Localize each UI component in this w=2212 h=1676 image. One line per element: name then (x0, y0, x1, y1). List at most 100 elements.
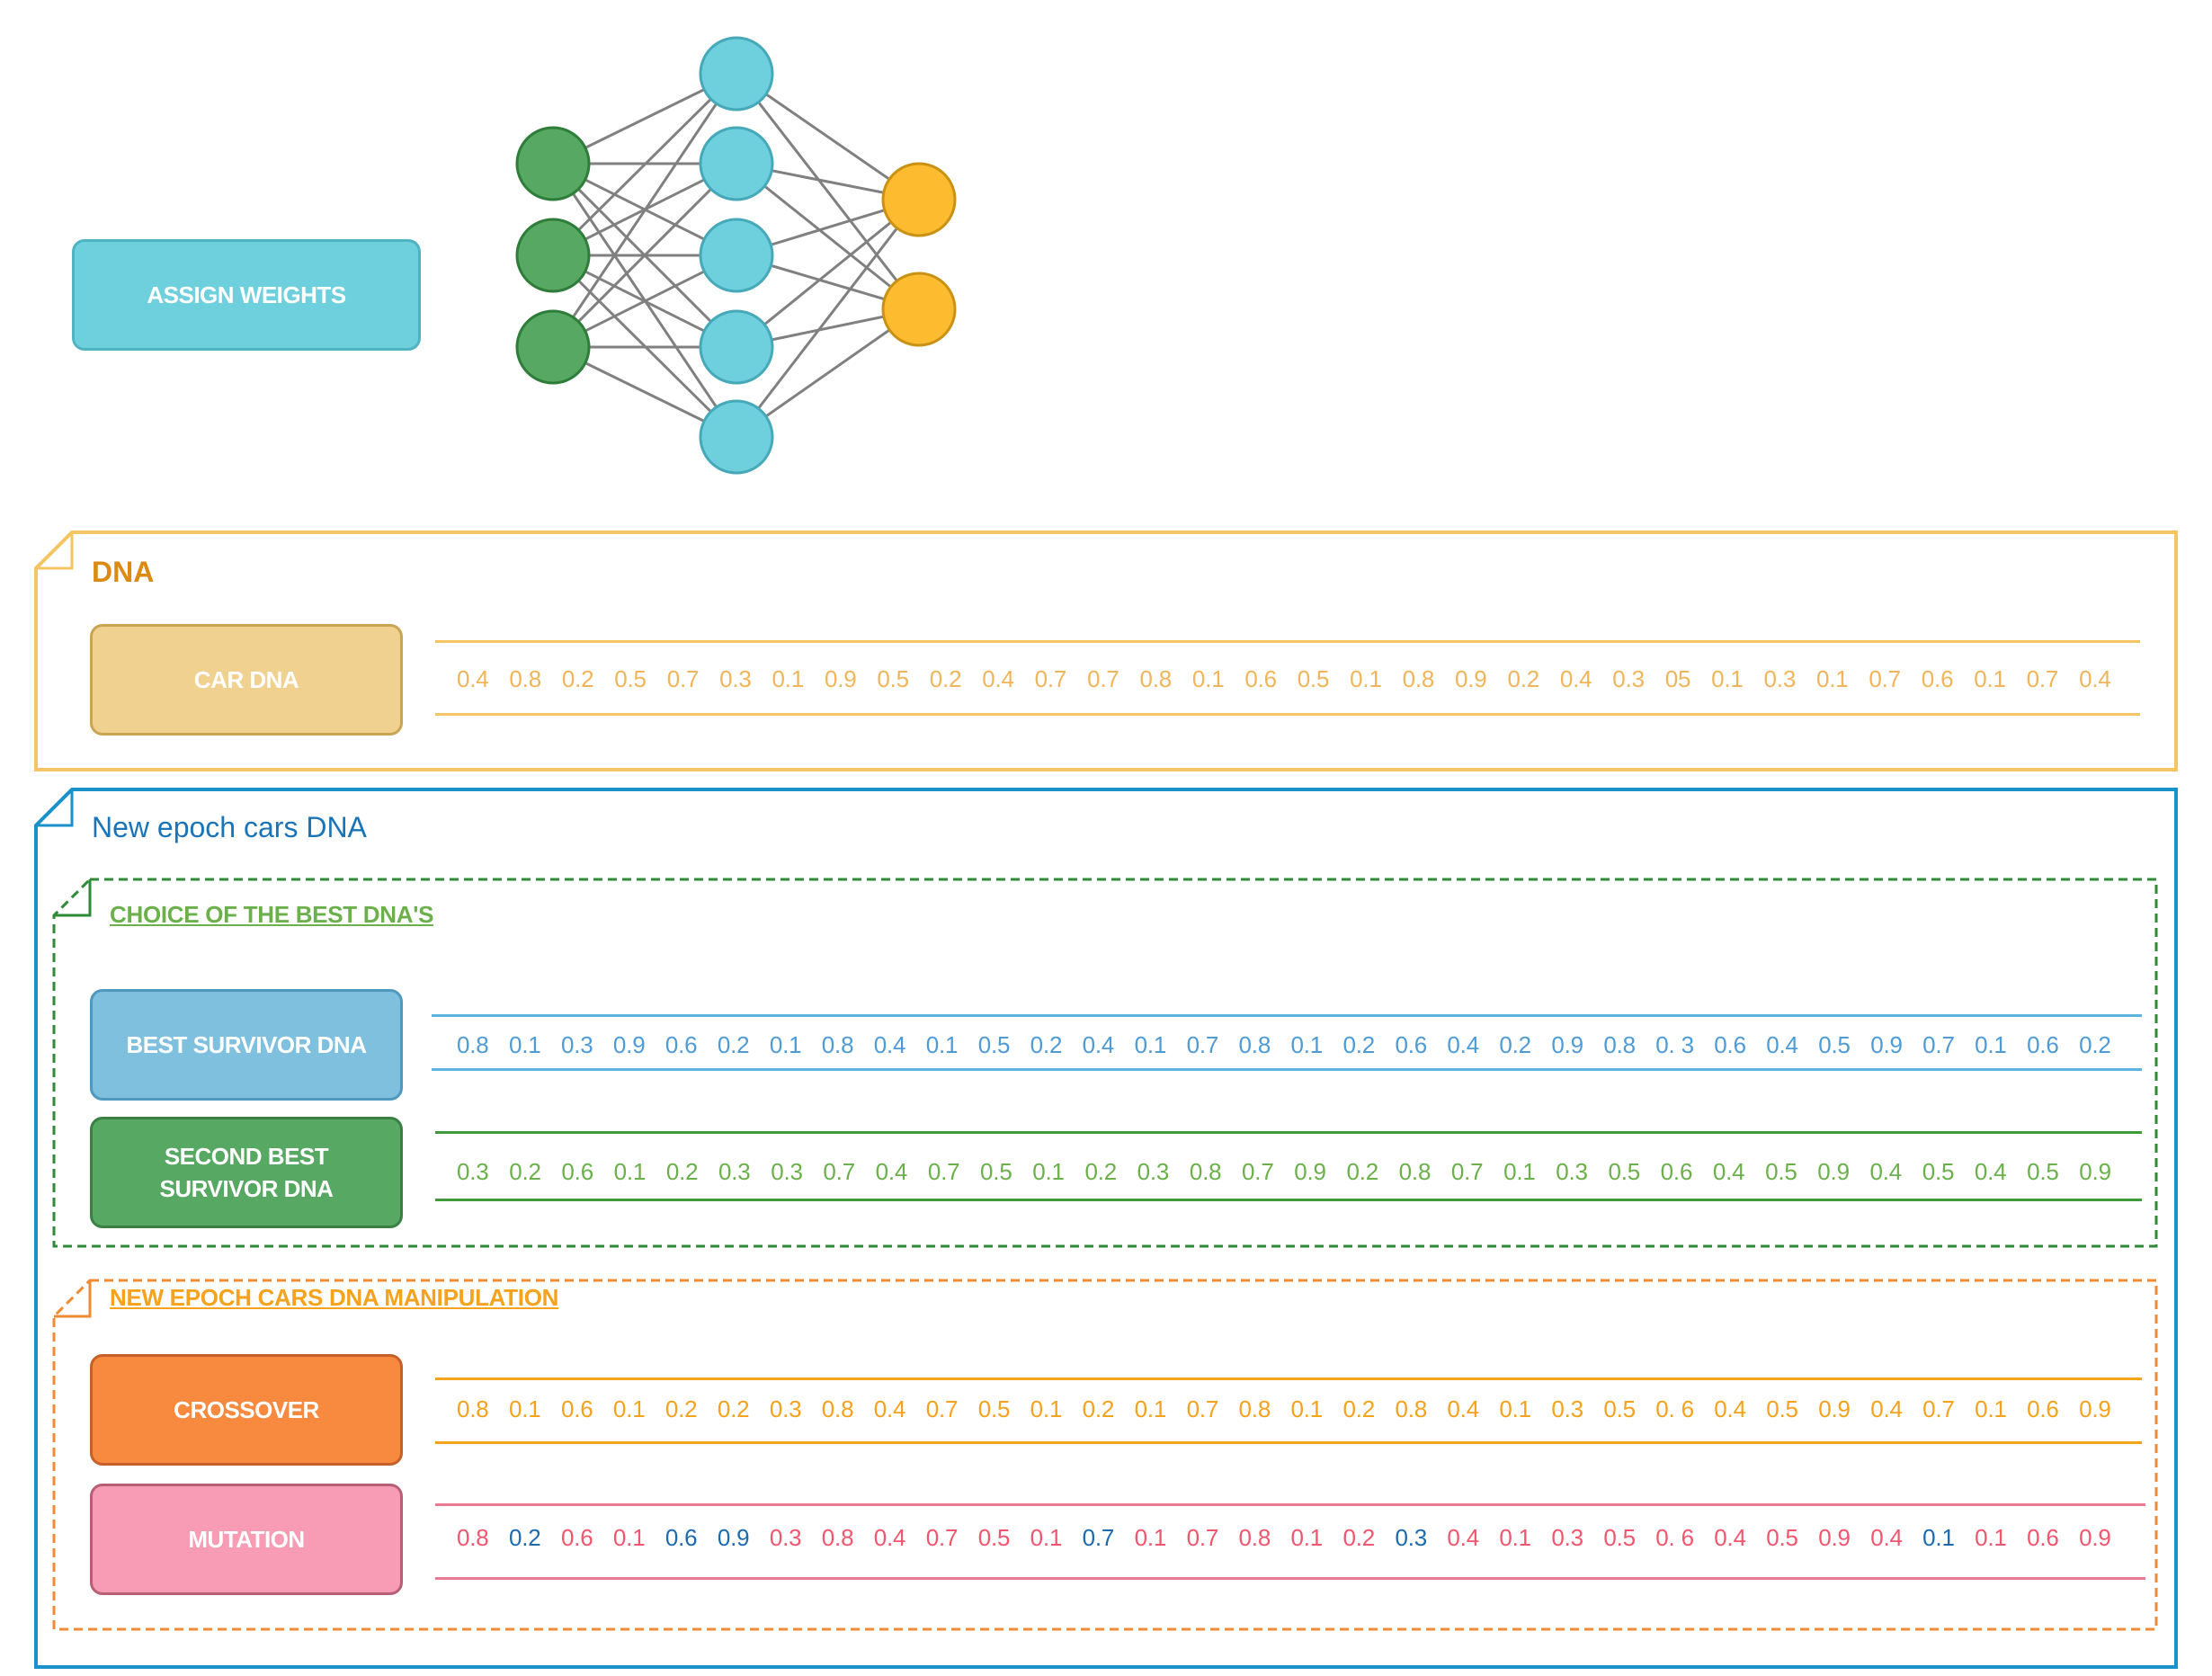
input-node (515, 218, 591, 293)
car-dna-gene: 0.4 (2079, 664, 2111, 692)
best-survivor-gene: 0.6 (2027, 1030, 2059, 1058)
best-survivor-gene: 0.8 (1603, 1030, 1636, 1058)
car-dna-gene: 0.8 (1402, 664, 1435, 692)
car-dna-button[interactable]: CAR DNA (90, 624, 403, 735)
hidden-node (699, 218, 774, 293)
car-dna-gene: 0.6 (1244, 664, 1277, 692)
input-node (515, 126, 591, 201)
second-best-gene: 0.8 (1398, 1157, 1432, 1185)
car-dna-gene: 0.1 (1711, 664, 1744, 692)
car-dna-gene: 0.4 (982, 664, 1014, 692)
second-best-gene: 0.3 (771, 1157, 803, 1185)
best-survivor-gene: 0.9 (1551, 1030, 1583, 1058)
crossover-gene: 0.2 (717, 1395, 750, 1422)
best-survivor-gene: 0.3 (560, 1030, 593, 1058)
crossover-gene: 0.1 (1030, 1395, 1063, 1422)
best-survivor-gene: 0.5 (1818, 1030, 1851, 1058)
car-dna-gene: 0.2 (561, 664, 594, 692)
second-best-gene: 0.2 (1346, 1157, 1378, 1185)
car-dna-gene: 0.7 (1034, 664, 1067, 692)
mutation-gene: 0.2 (508, 1523, 541, 1551)
car-dna-gene: 0.7 (2026, 664, 2059, 692)
epoch-panel-corner (36, 789, 74, 827)
mutation-gene: 0.8 (1238, 1523, 1271, 1551)
second-best-gene: 0.6 (561, 1157, 593, 1185)
output-node (881, 272, 957, 347)
car-dna-gene: 05 (1664, 664, 1691, 692)
best-survivor-gene: 0.6 (1714, 1030, 1746, 1058)
mutation-gene: 0.1 (1499, 1523, 1531, 1551)
assign-weights-button[interactable]: ASSIGN WEIGHTS (72, 239, 421, 351)
second-bottom-line (435, 1199, 2142, 1201)
crossover-gene: 0.2 (664, 1395, 698, 1422)
network-edge (551, 162, 738, 349)
best-survivor-gene: 0. 3 (1655, 1030, 1694, 1058)
second-best-gene: 0.9 (2079, 1157, 2111, 1185)
mutation-label: MUTATION (188, 1526, 305, 1553)
best-survivor-gene: 0.8 (457, 1030, 489, 1058)
second-top-line (435, 1131, 2142, 1134)
best-survivor-gene: 0.1 (1975, 1030, 2007, 1058)
second-best-label-2: SURVIVOR DNA (159, 1175, 334, 1202)
manipulation-title: NEW EPOCH CARS DNA MANIPULATION (110, 1284, 559, 1311)
crossover-gene: 0.3 (1551, 1395, 1583, 1422)
crossover-gene: 0.3 (769, 1395, 802, 1422)
network-edge (735, 73, 921, 310)
mutation-gene: 0.5 (1766, 1523, 1798, 1551)
best-survivor-gene: 0.1 (508, 1030, 541, 1058)
second-best-gene: 0.3 (1137, 1157, 1170, 1185)
best-survivor-button[interactable]: BEST SURVIVOR DNA (90, 989, 403, 1101)
mutation-gene: 0.5 (1603, 1523, 1636, 1551)
mutation-gene: 0.6 (560, 1523, 593, 1551)
car-dna-gene: 0.1 (1350, 664, 1382, 692)
crossover-button[interactable]: CROSSOVER (90, 1354, 403, 1466)
best-survivor-gene: 0.1 (1134, 1030, 1167, 1058)
choice-panel-corner (54, 879, 92, 917)
crossover-gene: 0.2 (1342, 1395, 1376, 1422)
car-dna-gene: 0.8 (1139, 664, 1173, 692)
crossover-gene: 0.9 (2079, 1395, 2111, 1422)
mutation-gene: 0.1 (612, 1523, 646, 1551)
mutation-gene: 0.1 (1134, 1523, 1167, 1551)
car-dna-gene: 0.3 (1612, 664, 1645, 692)
second-best-gene: 0.4 (875, 1157, 908, 1185)
crossover-gene: 0.8 (1395, 1395, 1427, 1422)
mutation-button[interactable]: MUTATION (90, 1484, 403, 1595)
choice-title: CHOICE OF THE BEST DNA'S (110, 901, 434, 928)
hidden-node (699, 36, 774, 111)
crossover-gene: 0.4 (1447, 1395, 1479, 1422)
crossover-gene: 0.4 (873, 1395, 906, 1422)
crossover-gene: 0.8 (1238, 1395, 1271, 1422)
car-dna-gene: 0.9 (1455, 664, 1487, 692)
mutation-gene: 0.1 (1975, 1523, 2007, 1551)
best-survivor-gene: 0.9 (612, 1030, 646, 1058)
crossover-gene: 0.5 (1766, 1395, 1798, 1422)
mutation-bottom-line (435, 1577, 2145, 1580)
car-dna-gene: 0.4 (457, 664, 489, 692)
second-best-gene: 0.4 (1712, 1157, 1745, 1185)
mutation-gene: 0.6 (664, 1523, 698, 1551)
second-best-gene: 0.9 (1294, 1157, 1326, 1185)
crossover-gene: 0.7 (1186, 1395, 1219, 1422)
best-survivor-gene: 0.4 (1766, 1030, 1798, 1058)
neural-network-diagram (515, 36, 957, 475)
car-dna-gene: 0.9 (824, 664, 857, 692)
mutation-gene: 0.8 (457, 1523, 489, 1551)
second-best-button[interactable]: SECOND BEST SURVIVOR DNA (90, 1117, 403, 1228)
crossover-gene: 0.5 (1603, 1395, 1636, 1422)
second-best-label-1: SECOND BEST (164, 1143, 329, 1170)
mutation-gene: 0.9 (2079, 1523, 2111, 1551)
car-dna-gene: 0.3 (719, 664, 752, 692)
network-edge (735, 199, 921, 438)
dna-panel-corner (36, 532, 74, 570)
car-dna-gene: 0.3 (1763, 664, 1797, 692)
second-best-gene: 0.5 (980, 1157, 1012, 1185)
crossover-gene: 0.6 (2027, 1395, 2059, 1422)
mutation-gene: 0.7 (1186, 1523, 1219, 1551)
crossover-gene: 0.7 (1922, 1395, 1955, 1422)
second-best-gene: 0.1 (1503, 1157, 1536, 1185)
